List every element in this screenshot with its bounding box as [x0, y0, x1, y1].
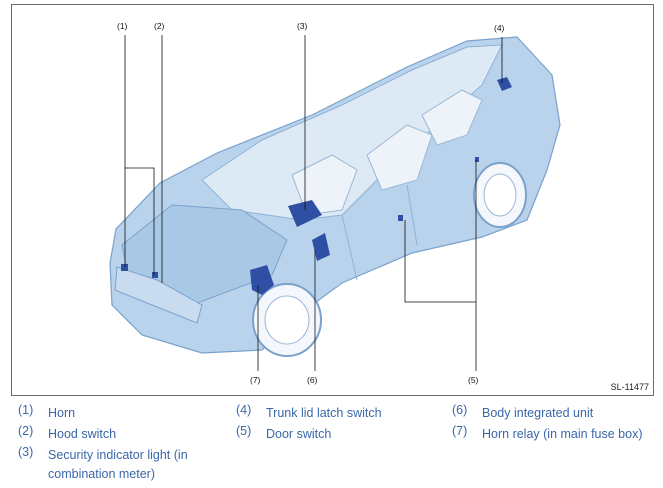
- legend-num: (6): [452, 403, 468, 417]
- car-body: [109, 36, 561, 357]
- legend-text: Horn: [48, 406, 76, 420]
- security-indicator-component: [288, 200, 322, 227]
- legend-text: Security indicator light (in: [48, 448, 188, 462]
- door-switch-rear-component: [475, 157, 479, 162]
- legend-num: (4): [236, 403, 252, 417]
- horn-component: [121, 264, 128, 271]
- body-integrated-unit-component: [312, 233, 330, 261]
- horn-relay-component: [250, 265, 274, 295]
- legend-num: (2): [18, 424, 34, 438]
- callout-7: (7): [250, 375, 261, 385]
- callout-2: (2): [154, 21, 165, 31]
- callout-6: (6): [307, 375, 318, 385]
- callout-5: (5): [468, 375, 479, 385]
- callout-3: (3): [297, 21, 308, 31]
- callout-1: (1): [117, 21, 128, 31]
- car-illustration: (1) (2) (3) (4) (5) (6) (7): [109, 21, 561, 385]
- legend-text: Body integrated unit: [482, 406, 594, 420]
- callout-4: (4): [494, 23, 505, 33]
- diagram-frame: (1) (2) (3) (4) (5) (6) (7) SL-11477: [11, 4, 654, 396]
- components: [121, 77, 512, 295]
- legend-num: (1): [18, 403, 34, 417]
- legend-num: (5): [236, 424, 252, 438]
- hood-switch-component: [152, 272, 158, 278]
- legend-num: (7): [452, 424, 468, 438]
- leader-lines: [124, 35, 503, 371]
- legend-text: Door switch: [266, 427, 332, 441]
- legend-text: Horn relay (in main fuse box): [482, 427, 643, 441]
- legend-text-cont: combination meter): [48, 467, 155, 481]
- legend-num: (3): [18, 445, 34, 459]
- door-switch-component: [398, 215, 403, 221]
- legend-text: Trunk lid latch switch: [266, 406, 382, 420]
- trunk-latch-component: [497, 77, 512, 91]
- figure-id: SL-11477: [610, 382, 649, 392]
- legend-text: Hood switch: [48, 427, 117, 441]
